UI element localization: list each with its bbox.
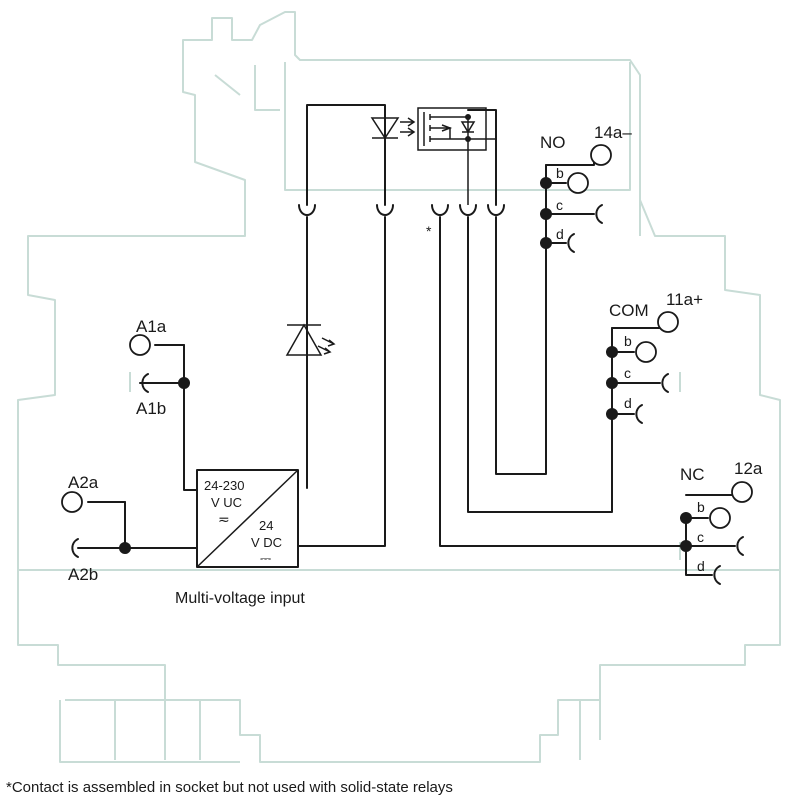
- label-nc-c: c: [697, 529, 704, 545]
- relay-pins: [298, 204, 505, 216]
- push-in-terminals: [71, 204, 744, 585]
- label-12a: 12a: [734, 459, 763, 478]
- mosfet-output: [423, 109, 497, 206]
- socket-housing-outline: [17, 11, 781, 763]
- voltage-converter: 24-230 V UC ≂ 24 V DC ⎓: [196, 469, 299, 568]
- terminal-a2a: [61, 491, 83, 513]
- label-a2a: A2a: [68, 473, 99, 492]
- converter-ac-symbol: ≂: [218, 511, 230, 527]
- label-no-b: b: [556, 165, 564, 181]
- terminal-nc-b: [709, 507, 731, 529]
- terminal-com-b: [635, 341, 657, 363]
- terminal-a1a: [129, 334, 151, 356]
- label-no-c: c: [556, 197, 563, 213]
- label-a1a: A1a: [136, 317, 167, 336]
- label-nc-d: d: [697, 558, 705, 574]
- label-no: NO: [540, 133, 566, 152]
- status-led: [285, 323, 336, 356]
- label-nc: NC: [680, 465, 705, 484]
- junction-dots: [119, 177, 692, 554]
- optocoupler: [306, 104, 487, 206]
- wiring: [77, 159, 736, 576]
- label-com-d: d: [624, 395, 632, 411]
- converter-output-type: V DC: [251, 535, 282, 550]
- multi-voltage-caption: Multi-voltage input: [175, 590, 305, 607]
- unused-contact-asterisk: *: [426, 223, 432, 239]
- terminal-12a: [731, 481, 753, 503]
- converter-output-voltage: 24: [259, 518, 273, 533]
- footnote: *Contact is assembled in socket but not …: [6, 779, 453, 796]
- terminal-no-b: [567, 172, 589, 194]
- terminal-14a: [590, 144, 612, 166]
- label-nc-b: b: [697, 499, 705, 515]
- label-11a: 11a+: [666, 290, 703, 309]
- label-14a: 14a–: [594, 123, 632, 142]
- label-a2b: A2b: [68, 565, 98, 584]
- label-com-c: c: [624, 365, 631, 381]
- label-a1b: A1b: [136, 399, 166, 418]
- screw-terminals: [61, 144, 753, 529]
- converter-input-type: V UC: [211, 495, 242, 510]
- label-com: COM: [609, 301, 649, 320]
- terminal-11a: [657, 311, 679, 333]
- converter-input-range: 24-230: [204, 478, 244, 493]
- label-com-b: b: [624, 333, 632, 349]
- label-no-d: d: [556, 226, 564, 242]
- converter-dc-symbol: ⎓: [260, 550, 271, 566]
